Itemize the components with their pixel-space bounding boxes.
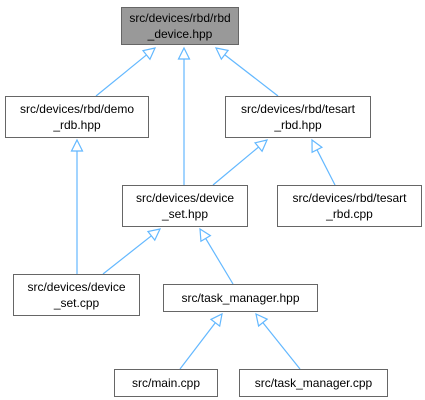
arrowhead-icon — [146, 228, 162, 242]
node-label: src/devices/rbd/tesart — [240, 102, 356, 116]
node-label: src/task_manager.cpp — [254, 376, 373, 390]
node-device-set-cpp[interactable]: src/devices/device _set.cpp — [13, 274, 140, 316]
edge-device-set-hpp-to-rbd-device-hpp — [177, 46, 191, 185]
edge-line — [212, 146, 259, 186]
edge-line — [316, 149, 336, 186]
node-tesart-rbd-hpp[interactable]: src/devices/rbd/tesart _rbd.hpp — [225, 96, 371, 138]
arrowhead-icon — [141, 47, 157, 61]
node-label: src/devices/rbd/rbd — [129, 11, 231, 25]
node-label: src/devices/device — [27, 280, 126, 294]
node-task-manager-hpp[interactable]: src/task_manager.hpp — [163, 284, 318, 312]
edge-task-manager-hpp-to-device-set-hpp — [199, 227, 234, 285]
node-rbd-device-hpp: src/devices/rbd/rbd _device.hpp — [121, 7, 239, 45]
node-label: _set.cpp — [53, 296, 100, 310]
node-label: _rbd.cpp — [326, 207, 373, 221]
edge-device-set-cpp-to-demo-rdb-hpp — [70, 138, 84, 274]
edge-device-set-hpp-to-tesart-rbd-hpp — [212, 139, 269, 186]
node-label: src/devices/rbd/demo — [19, 102, 135, 116]
node-label: src/devices/device — [135, 191, 235, 205]
arrowhead-icon — [311, 138, 324, 154]
edge-task-manager-cpp-to-task-manager-hpp — [255, 312, 301, 370]
edge-line — [262, 322, 301, 370]
edge-line — [95, 54, 147, 97]
edge-tesart-rbd-hpp-to-rbd-device-hpp — [214, 47, 279, 97]
node-tesart-rbd-cpp[interactable]: src/devices/rbd/tesart _rbd.cpp — [277, 185, 422, 227]
node-label: _rbd.hpp — [274, 118, 322, 132]
node-main-cpp[interactable]: src/main.cpp — [114, 369, 218, 397]
arrowhead-icon — [209, 312, 223, 328]
node-label: _set.hpp — [161, 207, 209, 221]
arrowhead-icon — [214, 47, 230, 61]
node-label: src/task_manager.hpp — [181, 291, 300, 305]
edge-line — [224, 54, 279, 97]
node-demo-rdb-hpp[interactable]: src/devices/rbd/demo _rdb.hpp — [5, 96, 149, 138]
edge-line — [179, 322, 216, 370]
node-task-manager-cpp[interactable]: src/task_manager.cpp — [239, 369, 388, 397]
edge-tesart-rbd-cpp-to-tesart-rbd-hpp — [311, 138, 336, 186]
edge-line — [205, 238, 234, 285]
node-device-set-hpp[interactable]: src/devices/device _set.hpp — [122, 185, 248, 227]
arrowhead-icon — [177, 46, 191, 60]
node-label: src/devices/rbd/tesart — [292, 191, 407, 205]
edge-demo-rdb-hpp-to-rbd-device-hpp — [95, 47, 157, 97]
node-label: _rdb.hpp — [53, 118, 101, 132]
edge-device-set-cpp-to-device-set-hpp — [102, 228, 162, 275]
edge-main-cpp-to-task-manager-hpp — [179, 312, 223, 370]
arrowhead-icon — [255, 312, 269, 328]
arrowhead-icon — [253, 139, 269, 153]
node-label: _device.hpp — [147, 27, 213, 41]
node-label: src/main.cpp — [131, 376, 201, 390]
arrowhead-icon — [70, 138, 84, 152]
arrowhead-icon — [199, 227, 212, 243]
edge-line — [102, 235, 152, 275]
